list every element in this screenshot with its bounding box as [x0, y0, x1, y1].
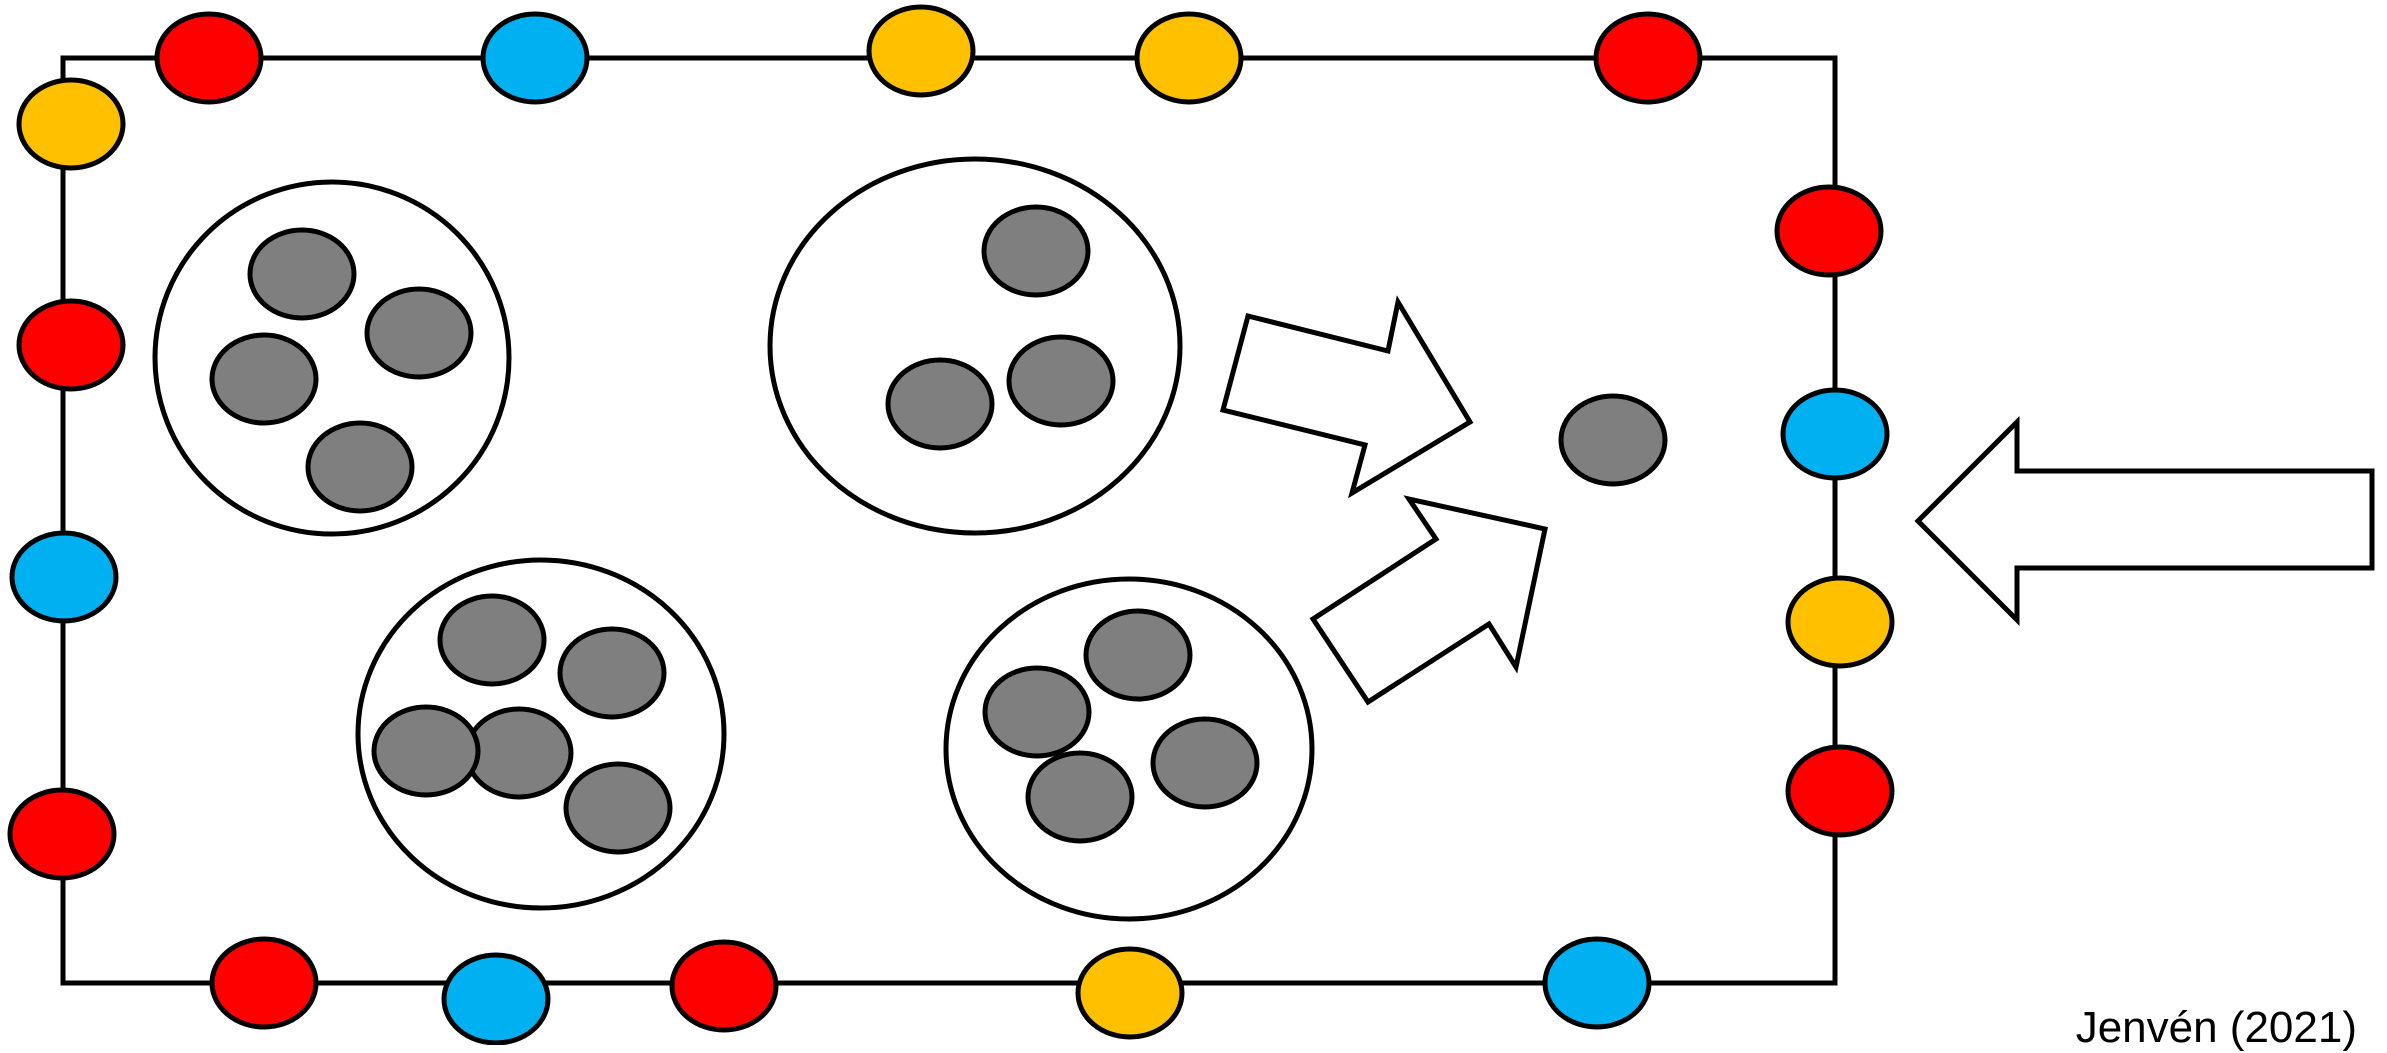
membrane-protein-red	[1774, 184, 1884, 278]
membrane-protein-red	[16, 298, 126, 392]
particle	[437, 593, 547, 687]
membrane-protein-red	[209, 936, 319, 1030]
particle	[1150, 716, 1260, 810]
vesicle	[943, 576, 1315, 922]
particle	[464, 706, 574, 800]
particle	[305, 420, 415, 514]
particle	[981, 204, 1091, 298]
membrane-protein-red	[154, 11, 264, 105]
external-arrow-icon	[1914, 415, 2375, 627]
membrane-protein-red	[1785, 744, 1895, 838]
membrane-protein-blue	[1780, 387, 1890, 481]
membrane-protein-blue	[9, 530, 119, 624]
particle	[1083, 608, 1193, 702]
membrane-protein-blue	[441, 952, 551, 1045]
arrow-icon	[1309, 495, 1548, 706]
particle	[209, 332, 319, 426]
particle	[364, 286, 474, 380]
particle	[371, 704, 481, 798]
membrane-protein-red	[7, 787, 117, 881]
membrane-protein-red	[1593, 11, 1703, 105]
vesicle	[767, 156, 1183, 536]
membrane-protein-blue	[480, 11, 590, 105]
particle	[982, 665, 1092, 759]
membrane-protein-blue	[1542, 936, 1652, 1030]
membrane-protein-yellow	[1785, 575, 1895, 669]
membrane-protein-yellow	[16, 77, 126, 171]
particle	[247, 227, 357, 321]
arrow-icon	[1219, 295, 1474, 499]
particle	[1025, 750, 1135, 844]
membrane-protein-yellow	[1075, 946, 1185, 1040]
released-particle	[1558, 393, 1668, 487]
vesicle	[152, 179, 512, 537]
particle	[563, 761, 673, 855]
membrane-protein-red	[669, 939, 779, 1033]
credit-text: Jenvén (2021)	[2075, 1003, 2357, 1052]
particle	[885, 357, 995, 451]
membrane-protein-yellow	[866, 4, 976, 98]
particle	[557, 626, 667, 720]
particle	[1006, 334, 1116, 428]
membrane-protein-yellow	[1134, 11, 1244, 105]
